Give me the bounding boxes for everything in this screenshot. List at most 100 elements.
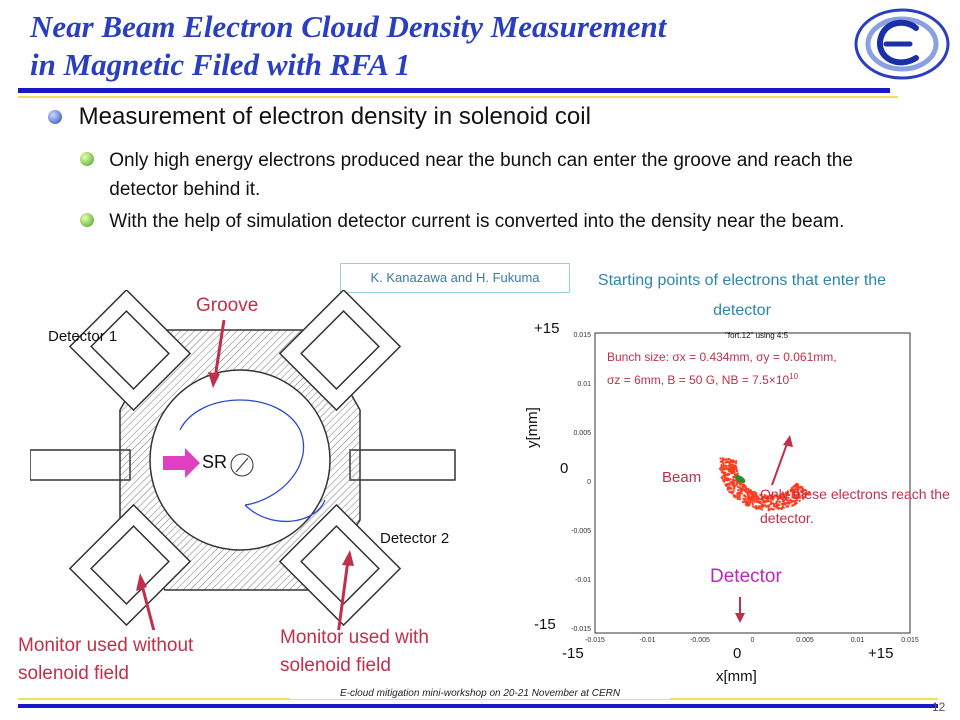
electron-point [732, 489, 735, 493]
electron-point [727, 460, 730, 463]
electron-point [807, 492, 810, 495]
electron-point [740, 492, 743, 495]
electron-point [785, 496, 788, 499]
title-line-2: in Magnetic Filed with RFA 1 [30, 47, 411, 82]
electron-point [736, 481, 739, 484]
x-minus-label: -15 [562, 645, 584, 662]
y-tick-label: 0.01 [577, 381, 591, 388]
detector-1-label: Detector 1 [48, 328, 118, 345]
electron-point [743, 494, 746, 497]
electron-point [722, 465, 725, 468]
page-number: 12 [932, 700, 946, 714]
main-bullet: Measurement of electron density in solen… [48, 103, 591, 131]
x-tick-label: 0.01 [851, 637, 865, 644]
electron-point [794, 487, 797, 490]
electron-point [769, 500, 772, 503]
electron-point [729, 471, 732, 474]
electron-point [761, 508, 764, 511]
electron-point [792, 485, 795, 488]
electron-point [738, 496, 741, 499]
electron-point [722, 479, 725, 482]
plot-title: Starting points of electrons that enter … [597, 272, 887, 319]
electron-point [780, 493, 784, 496]
electron-point [757, 505, 760, 508]
electron-point [767, 506, 770, 510]
electron-point [739, 489, 742, 492]
electron-point [720, 469, 723, 472]
electron-point [751, 505, 755, 508]
electron-point [797, 495, 801, 498]
electron-point [735, 466, 738, 469]
electron-point [718, 467, 721, 470]
electron-point [795, 497, 798, 500]
electron-point [750, 493, 754, 496]
electron-point [744, 485, 747, 488]
y-tick-label: 0.015 [573, 332, 591, 339]
electron-point [801, 488, 804, 491]
sr-label: SR [202, 452, 228, 472]
electron-point [742, 497, 745, 500]
electron-point [770, 501, 773, 505]
y-minus-label: -15 [534, 616, 556, 633]
electron-point [796, 485, 799, 488]
electron-point [747, 498, 750, 502]
detector-2-label: Detector 2 [380, 530, 450, 547]
electron-point [767, 500, 770, 503]
electron-point [749, 501, 752, 504]
electron-point [775, 495, 778, 498]
x-tick-label: -0.005 [690, 637, 710, 644]
y-plus-label: +15 [534, 320, 560, 337]
electron-point [747, 501, 750, 504]
electron-point [729, 487, 732, 490]
electron-point [796, 490, 799, 493]
y-axis-label: y[mm] [524, 407, 541, 448]
plot-legend: "fort.12" using 4:5 [725, 331, 789, 340]
electron-point [778, 500, 781, 503]
electron-point [756, 507, 759, 510]
electron-point [755, 500, 758, 503]
electron-point [772, 508, 775, 511]
electron-point [790, 487, 793, 490]
electron-point [729, 460, 732, 463]
x-plus-label: +15 [868, 645, 894, 662]
monitor-without-label: Monitor used without solenoid field [18, 635, 194, 684]
electron-point [791, 504, 794, 507]
monitor-with-label: Monitor used with solenoid field [280, 627, 429, 676]
electron-point [784, 491, 788, 494]
electron-point [754, 492, 757, 496]
electron-point [734, 494, 737, 497]
electron-point [805, 489, 808, 492]
bunch-params: Bunch size: σx = 0.434mm, σy = 0.061mm, … [607, 348, 837, 390]
electron-point [780, 507, 783, 511]
electron-point [792, 494, 795, 497]
electron-point [748, 490, 751, 493]
bunch-params-line-2: σz = 6mm, B = 50 G, NB = 7.5×1010 [607, 367, 837, 390]
electron-point [728, 469, 731, 472]
electron-point [753, 500, 756, 503]
electron-point [736, 497, 739, 500]
sub-bullet-2: With the help of simulation detector cur… [80, 207, 920, 236]
electron-point [777, 498, 780, 501]
main-bullet-text: Measurement of electron density in solen… [78, 103, 591, 130]
electron-point [727, 464, 730, 468]
electron-point [782, 495, 785, 498]
electron-point [803, 489, 806, 492]
electron-point [742, 501, 745, 504]
electron-point [750, 495, 753, 499]
electron-point [752, 490, 755, 493]
electron-point [751, 502, 754, 506]
electron-point [775, 506, 778, 509]
electron-point [726, 488, 729, 491]
sub-bullet-1-text: Only high energy electrons produced near… [109, 150, 853, 200]
credit-box: K. Kanazawa and H. Fukuma [340, 263, 570, 293]
electron-point [765, 497, 769, 501]
electron-point [787, 496, 790, 499]
electron-point [745, 503, 748, 506]
electron-point [732, 459, 735, 462]
electron-point [783, 502, 786, 505]
electron-point [724, 461, 727, 464]
bullet-ball-icon [48, 110, 62, 124]
electron-point [783, 493, 786, 496]
electron-point [736, 495, 739, 498]
